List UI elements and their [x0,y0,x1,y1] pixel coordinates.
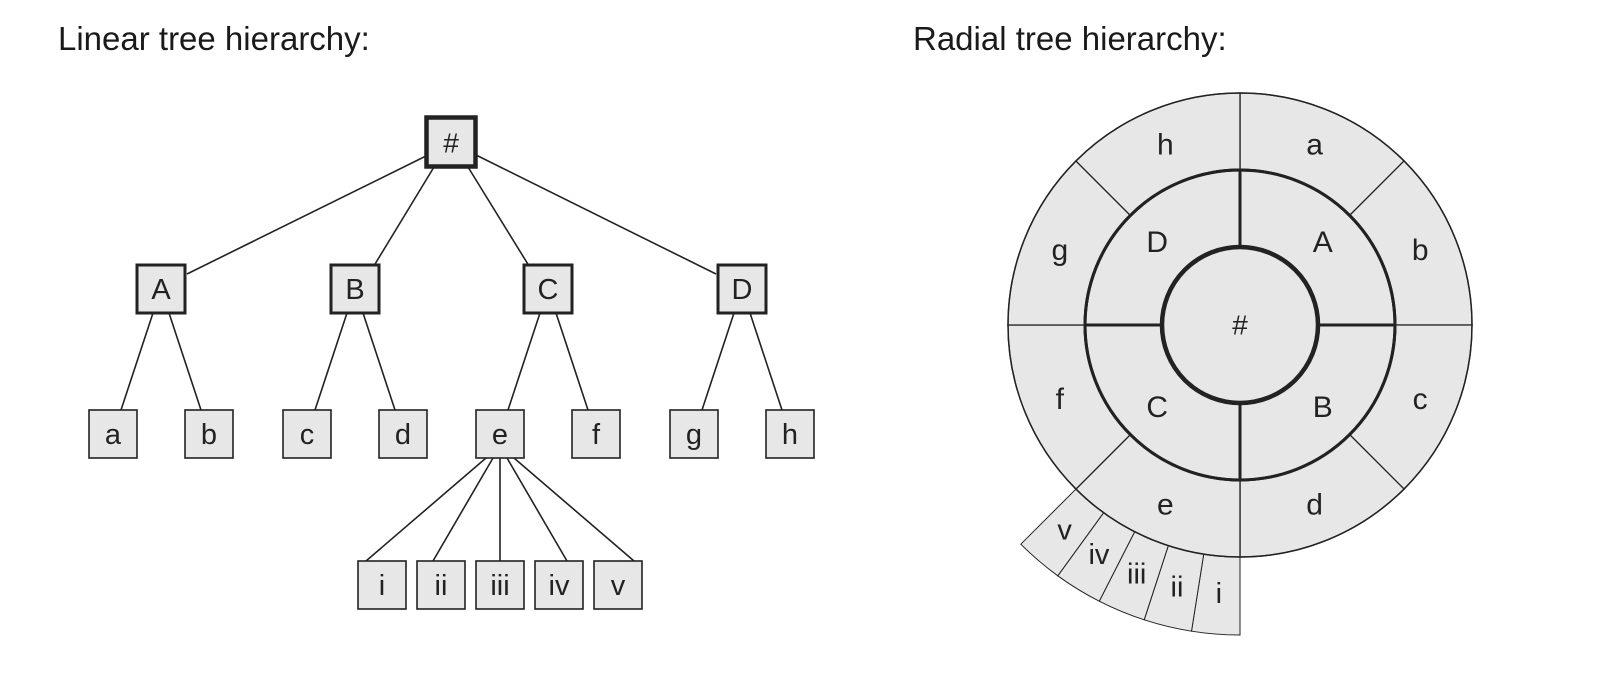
tree-node-label: A [151,274,171,306]
tree-node-label: iv [549,570,570,602]
radial-outer-boundary [1007,92,1473,558]
tree-node-label: b [201,419,217,451]
radial-label-ii: ii [1171,572,1184,604]
tree-node-label: # [443,128,459,159]
tree-node-box [424,115,478,169]
tree-node-box [135,263,187,315]
tree-node-e: e [475,409,525,459]
tree-node-box [765,409,815,459]
tree-node-label: h [782,419,798,451]
tree-edge [120,312,154,411]
tree-node-f: f [571,409,621,459]
tree-node-label: B [345,274,364,306]
tree-edge [507,312,541,411]
tree-node-iii: iii [475,560,525,610]
tree-edge [186,154,429,275]
radial-label-g: g [1051,234,1068,267]
radial-label-b: b [1412,234,1429,267]
tree-node-A: A [135,263,187,315]
radial-label-h: h [1157,128,1174,161]
tree-node-box [593,560,643,610]
radial-label-v: v [1057,514,1072,546]
radial-label-f: f [1056,383,1065,416]
radial-center [1159,244,1321,406]
tree-node-box [378,409,428,459]
tree-edge [701,312,735,411]
tree-node-iv: iv [534,560,584,610]
tree-edge [749,312,783,411]
tree-node-box [522,263,574,315]
tree-node-b: b [184,409,234,459]
tree-node-box [416,560,466,610]
tree-node-label: D [732,274,753,306]
linear-tree-heading: Linear tree hierarchy: [58,20,370,57]
tree-node-box [329,263,381,315]
tree-node-C: C [522,263,574,315]
tree-node-label: d [395,419,411,451]
tree-edge [506,457,568,562]
tree-edge [432,457,494,562]
radial-ring-boundary [1083,168,1397,482]
tree-edge [368,166,435,275]
tree-node-g: g [669,409,719,459]
tree-node-label: ii [435,570,448,602]
radial-tree-heading: Radial tree hierarchy: [913,20,1227,57]
radial-label-i: i [1216,578,1222,610]
tree-node-a: a [88,409,138,459]
tree-node-c: c [282,409,332,459]
radial-label-D: D [1146,226,1168,259]
tree-node-box [184,409,234,459]
tree-node-ii: ii [416,560,466,610]
tree-node-box [669,409,719,459]
tree-edge [362,312,396,411]
tree-node-box [357,560,407,610]
tree-node-label: g [686,419,702,451]
tree-node-D: D [716,263,768,315]
radial-label-e: e [1157,489,1174,522]
radial-label-d: d [1306,489,1323,522]
radial-label-iii: iii [1127,558,1146,590]
radial-label-C: C [1146,391,1168,424]
tree-node-box [716,263,768,315]
tree-edge [475,154,717,275]
tree-node-root: # [424,115,478,169]
tree-node-label: e [492,419,508,451]
tree-node-label: f [592,419,601,451]
tree-node-d: d [378,409,428,459]
tree-edge [555,312,589,411]
tree-node-label: iii [490,570,509,602]
tree-node-label: v [611,570,626,602]
radial-label-c: c [1413,383,1428,416]
tree-edge [513,457,635,562]
tree-node-label: a [105,419,122,451]
tree-node-box [475,409,525,459]
tree-node-box [534,560,584,610]
tree-edge [314,312,348,411]
tree-node-box [282,409,332,459]
radial-label-B: B [1313,391,1333,424]
radial-label-A: A [1313,226,1333,259]
radial-label-root: # [1232,310,1248,341]
tree-node-label: C [538,274,559,306]
tree-edge [467,166,535,275]
tree-node-box [88,409,138,459]
tree-node-i: i [357,560,407,610]
tree-node-label: c [300,419,315,451]
radial-label-a: a [1306,128,1323,161]
radial-label-iv: iv [1088,539,1109,571]
tree-edge [168,312,202,411]
tree-edges [120,154,783,562]
tree-node-B: B [329,263,381,315]
tree-node-h: h [765,409,815,459]
tree-node-v: v [593,560,643,610]
tree-node-box [475,560,525,610]
tree-edge [365,457,487,562]
tree-node-label: i [379,570,385,602]
tree-node-box [571,409,621,459]
